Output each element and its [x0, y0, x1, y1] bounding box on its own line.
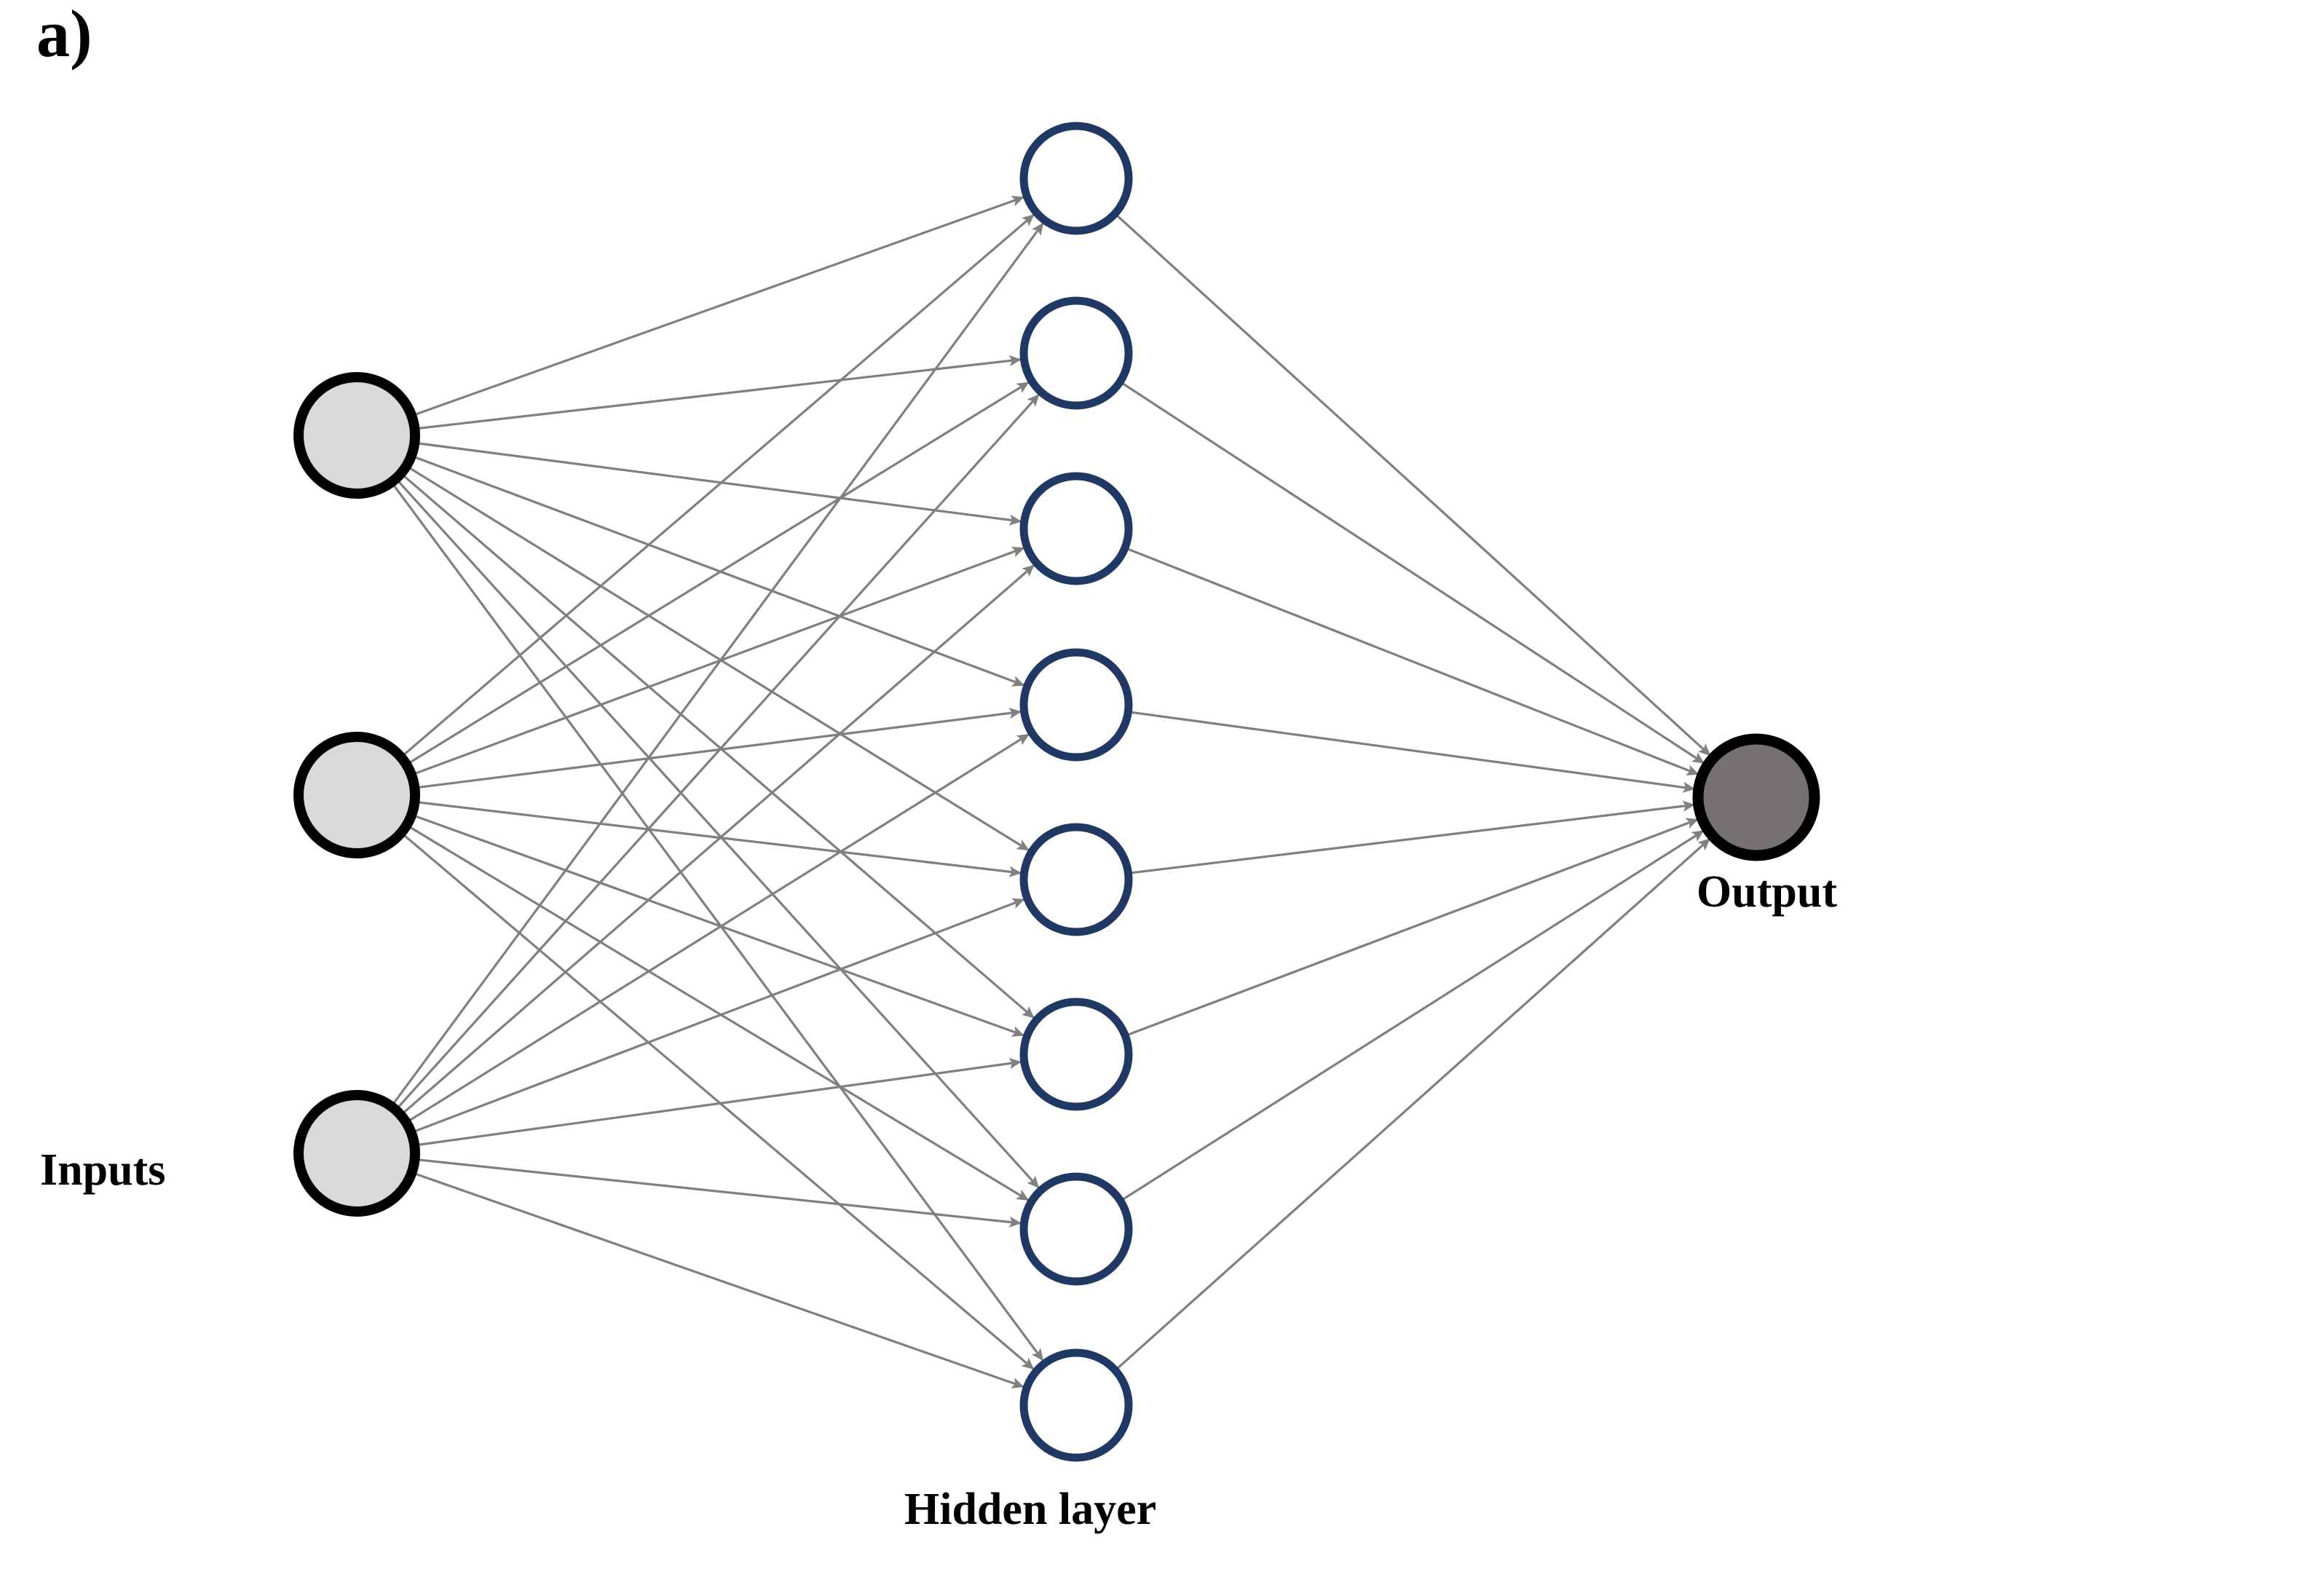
- edge-input-1-hidden-6: [398, 470, 1035, 1019]
- edge-input-3-hidden-7: [411, 1158, 1022, 1228]
- hidden-layer-nodes: [1019, 122, 1133, 1462]
- edge-hidden-5-output: [1126, 800, 1695, 875]
- edge-hidden-1-output: [1113, 211, 1711, 756]
- hidden-node-2: [1019, 296, 1133, 410]
- edge-input-3-hidden-6: [411, 1058, 1022, 1147]
- edge-input-1-hidden-3: [411, 441, 1022, 526]
- hidden-node-7: [1019, 1172, 1133, 1286]
- edge-input-3-hidden-4: [403, 733, 1030, 1126]
- edge-hidden-3-output: [1123, 546, 1699, 775]
- input-node-1: [293, 372, 420, 499]
- edge-input-3-hidden-5: [408, 898, 1025, 1135]
- edge-input-1-hidden-2: [411, 355, 1022, 430]
- panel-label-a: a): [36, 0, 92, 71]
- hidden-node-5: [1019, 823, 1133, 936]
- edge-hidden-8-output: [1113, 838, 1710, 1372]
- hidden-node-4: [1019, 648, 1133, 762]
- hidden-node-6: [1019, 998, 1133, 1111]
- edge-input-1-hidden-5: [403, 463, 1030, 851]
- edge-input-2-hidden-7: [403, 822, 1030, 1201]
- edges-hidden-to-output: [1113, 211, 1711, 1372]
- output-node-label: Output: [1697, 867, 1837, 917]
- hidden-layer-label: Hidden layer: [904, 1485, 1157, 1534]
- edge-input-2-hidden-8: [398, 829, 1035, 1370]
- edge-input-3-hidden-1: [388, 222, 1044, 1110]
- edge-input-2-hidden-2: [403, 381, 1030, 767]
- edge-input-3-hidden-8: [408, 1170, 1024, 1388]
- edge-input-3-hidden-2: [392, 394, 1040, 1113]
- edge-input-2-hidden-6: [408, 813, 1024, 1037]
- output-node: [1692, 733, 1820, 861]
- output-layer-nodes: [1692, 733, 1820, 861]
- edge-hidden-2-output: [1118, 379, 1705, 765]
- edge-input-2-hidden-4: [411, 707, 1022, 790]
- edge-input-2-hidden-1: [398, 213, 1035, 760]
- hidden-node-1: [1019, 122, 1133, 235]
- edge-input-2-hidden-5: [411, 800, 1022, 877]
- input-layer-nodes: [293, 372, 420, 1217]
- edge-input-1-hidden-7: [392, 475, 1040, 1189]
- hidden-node-8: [1019, 1348, 1133, 1462]
- edge-input-2-hidden-3: [408, 546, 1025, 778]
- hidden-node-3: [1019, 472, 1133, 585]
- edge-input-1-hidden-1: [408, 195, 1024, 418]
- edge-input-1-hidden-8: [388, 479, 1044, 1362]
- input-node-3: [293, 1090, 420, 1217]
- edge-input-3-hidden-3: [398, 564, 1035, 1118]
- edge-input-1-hidden-4: [408, 454, 1025, 687]
- edges-input-to-hidden: [388, 195, 1044, 1388]
- inputs-layer-label: Inputs: [40, 1145, 166, 1195]
- edge-hidden-4-output: [1126, 710, 1696, 793]
- edge-hidden-7-output: [1118, 829, 1705, 1203]
- edge-hidden-6-output: [1123, 818, 1699, 1038]
- input-node-2: [293, 732, 420, 858]
